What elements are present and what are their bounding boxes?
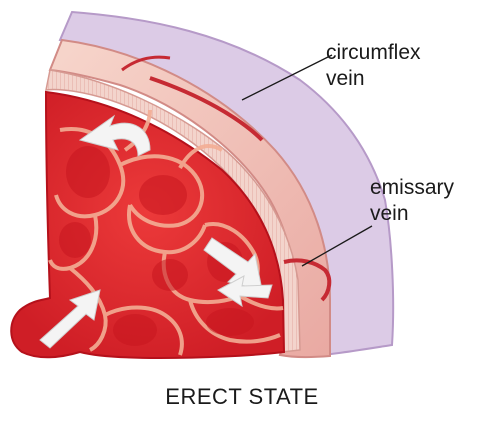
- circumflex-label-line1: circumflex: [326, 40, 421, 65]
- diagram-caption: ERECT STATE: [0, 384, 484, 410]
- emissary-label-line1: emissary: [370, 175, 454, 200]
- emissary-label-line2: vein: [370, 201, 409, 226]
- circumflex-label-line2: vein: [326, 66, 365, 91]
